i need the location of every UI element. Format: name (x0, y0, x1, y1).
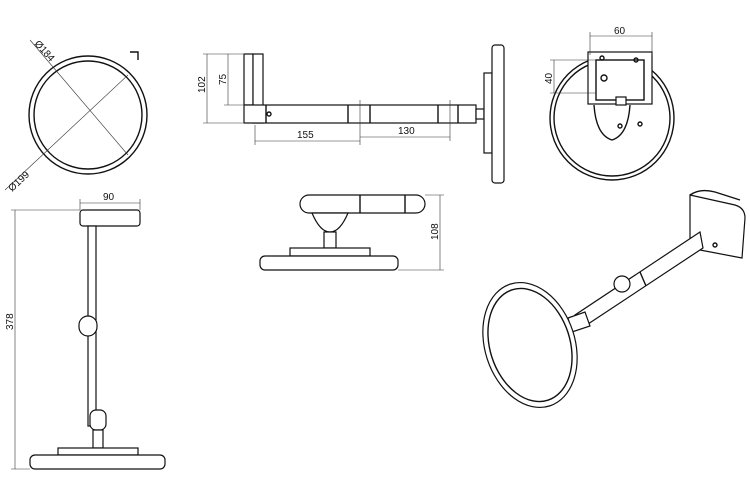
dim-folded-depth: 108 (430, 223, 441, 240)
front-view-circle: Ø184 Ø199 (4, 39, 148, 194)
dim-total-height: 378 (5, 313, 16, 330)
rear-view: 60 40 (544, 26, 675, 181)
dim-plate-width: 60 (614, 26, 626, 37)
folded-view: 108 (259, 194, 444, 271)
dim-inner-diameter: Ø184 (32, 39, 57, 65)
dim-outer-diameter: Ø199 (7, 169, 33, 194)
dim-bracket: 75 (218, 73, 229, 85)
dim-arm-segment-2: 130 (398, 126, 415, 137)
isometric-view (482, 189, 746, 409)
front-elevation: 90 378 (5, 192, 166, 470)
dim-arm-segment-1: 155 (297, 130, 314, 141)
dim-bracket-total: 102 (197, 76, 208, 93)
side-view-arm: 102 75 155 130 (197, 44, 505, 184)
dim-front-plate-width: 90 (103, 192, 115, 203)
dim-plate-height: 40 (544, 72, 555, 84)
